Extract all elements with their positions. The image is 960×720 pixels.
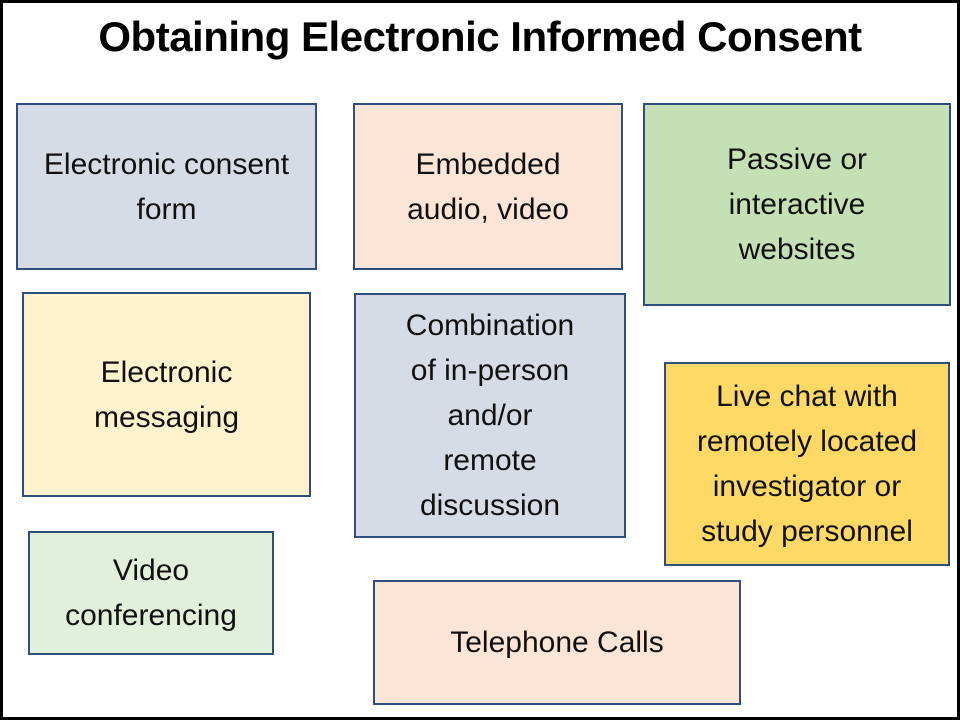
box-electronic-messaging-label: Electronic messaging xyxy=(93,355,240,434)
box-combination-in-person-remote-discussion-label: Combination of in-person and/or remote d… xyxy=(405,309,575,522)
box-electronic-messaging: Electronic messaging xyxy=(22,292,311,497)
box-video-conferencing: Video conferencing xyxy=(28,531,274,655)
box-embedded-audio-video-label: Embedded audio, video xyxy=(407,147,569,226)
box-embedded-audio-video: Embedded audio, video xyxy=(353,103,623,270)
box-telephone-calls-label: Telephone Calls xyxy=(450,626,664,659)
box-passive-or-interactive-websites-label: Passive or interactive websites xyxy=(726,143,868,266)
box-electronic-consent-form-label: Electronic consent form xyxy=(43,147,290,226)
box-video-conferencing-label: Video conferencing xyxy=(65,554,237,632)
box-live-chat-remote-investigator: Live chat with remotely located investig… xyxy=(664,362,950,566)
slide-title: Obtaining Electronic Informed Consent xyxy=(98,13,862,60)
box-telephone-calls: Telephone Calls xyxy=(373,580,741,705)
box-live-chat-remote-investigator-label: Live chat with remotely located investig… xyxy=(696,380,918,548)
box-passive-or-interactive-websites: Passive or interactive websites xyxy=(643,103,951,306)
box-electronic-consent-form: Electronic consent form xyxy=(16,103,317,270)
box-combination-in-person-remote-discussion: Combination of in-person and/or remote d… xyxy=(354,293,626,538)
